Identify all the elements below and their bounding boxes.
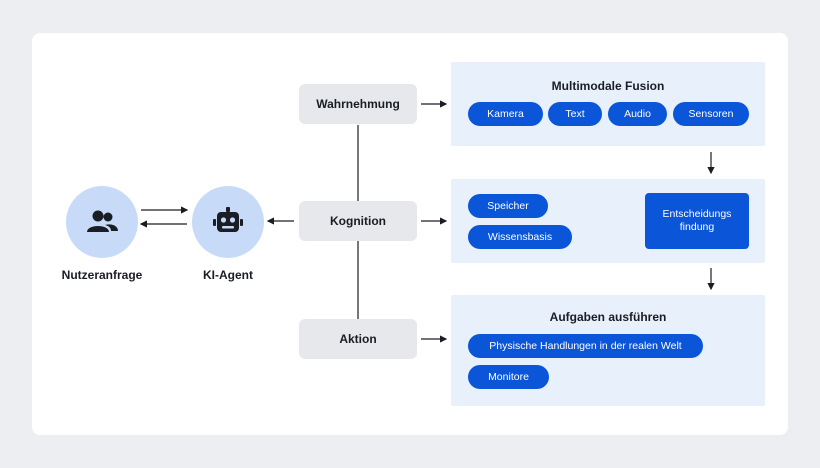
- input-camera: Kamera: [468, 102, 543, 126]
- agent-node-label: KI-Agent: [203, 268, 253, 282]
- fusion-title: Multimodale Fusion: [551, 79, 665, 93]
- user-node-label: Nutzeranfrage: [61, 268, 143, 282]
- decision-box: Entscheidungs findung: [645, 193, 749, 249]
- task-monitors: Monitore: [468, 365, 549, 389]
- user-node: [66, 186, 138, 258]
- stage-perception: Wahrnehmung: [299, 84, 417, 124]
- agent-node: [192, 186, 264, 258]
- input-text: Text: [548, 102, 602, 126]
- stage-action: Aktion: [299, 319, 417, 359]
- memory-pill: Speicher: [468, 194, 548, 218]
- tasks-title: Aufgaben ausführen: [549, 310, 667, 324]
- tasks-panel: Aufgaben ausführen Physische Handlungen …: [451, 295, 765, 406]
- users-icon: [87, 210, 118, 232]
- cognition-panel: Speicher Wissensbasis Entscheidungs find…: [451, 179, 765, 263]
- input-audio: Audio: [608, 102, 667, 126]
- decision-line-1: Entscheidungs: [662, 208, 732, 220]
- decision-line-2: findung: [679, 221, 715, 233]
- robot-icon: [213, 207, 243, 232]
- stage-cognition: Kognition: [299, 201, 417, 241]
- task-physical-actions: Physische Handlungen in der realen Welt: [468, 334, 703, 358]
- input-sensors: Sensoren: [673, 102, 749, 126]
- knowledge-base-pill: Wissensbasis: [468, 225, 572, 249]
- fusion-panel: Multimodale Fusion Kamera Text Audio Sen…: [451, 62, 765, 146]
